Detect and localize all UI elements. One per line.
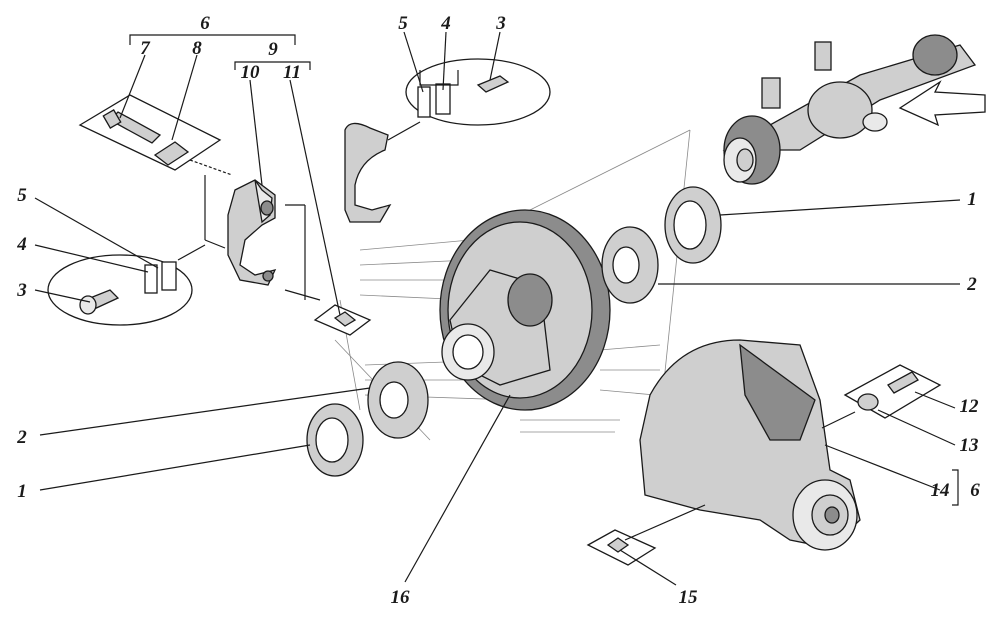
label-11: 11 bbox=[283, 62, 301, 83]
lock-plate-11 bbox=[313, 304, 372, 336]
label-16: 16 bbox=[391, 587, 411, 608]
upper-cap-group bbox=[344, 58, 551, 223]
lower-cap-callout bbox=[47, 244, 206, 326]
adjusting-nut-lower-1 bbox=[306, 403, 364, 477]
label-3-upper: 3 bbox=[495, 13, 506, 34]
callout-labels: 6 7 8 9 10 11 5 4 3 5 4 3 1 2 2 1 12 13 … bbox=[16, 13, 980, 608]
bearing-upper-2 bbox=[601, 226, 659, 304]
bolt-washer-callout bbox=[821, 364, 942, 429]
bearing-cap-10 bbox=[204, 175, 321, 301]
label-14: 14 bbox=[931, 480, 950, 501]
leader-lines bbox=[34, 31, 961, 586]
adjusting-nut-upper-1 bbox=[664, 186, 722, 264]
label-5-lower: 5 bbox=[17, 185, 27, 206]
label-8: 8 bbox=[192, 38, 202, 59]
label-7: 7 bbox=[140, 38, 151, 59]
label-10: 10 bbox=[241, 62, 261, 83]
label-13: 13 bbox=[960, 435, 979, 456]
label-4-lower: 4 bbox=[16, 234, 27, 255]
projection-guides bbox=[334, 129, 691, 441]
label-brackets bbox=[129, 34, 959, 506]
rear-axle-overview bbox=[722, 34, 986, 185]
label-2-lower: 2 bbox=[16, 427, 27, 448]
label-2-upper: 2 bbox=[966, 274, 977, 295]
label-1-upper: 1 bbox=[967, 189, 977, 210]
bolt-lock-callout bbox=[78, 94, 233, 176]
label-6-side: 6 bbox=[970, 480, 980, 501]
label-3-lower: 3 bbox=[16, 280, 27, 301]
label-12: 12 bbox=[960, 396, 980, 417]
bearing-lower-2 bbox=[367, 361, 429, 439]
label-1-lower: 1 bbox=[17, 481, 27, 502]
label-9: 9 bbox=[268, 39, 278, 60]
label-15: 15 bbox=[679, 587, 699, 608]
plug-callout bbox=[586, 504, 706, 566]
label-5-upper: 5 bbox=[398, 13, 408, 34]
label-4-upper: 4 bbox=[440, 13, 451, 34]
final-drive-housing-14 bbox=[639, 339, 861, 551]
arrow-icon bbox=[898, 80, 986, 127]
label-6-top: 6 bbox=[200, 13, 210, 34]
differential-16 bbox=[439, 209, 611, 411]
